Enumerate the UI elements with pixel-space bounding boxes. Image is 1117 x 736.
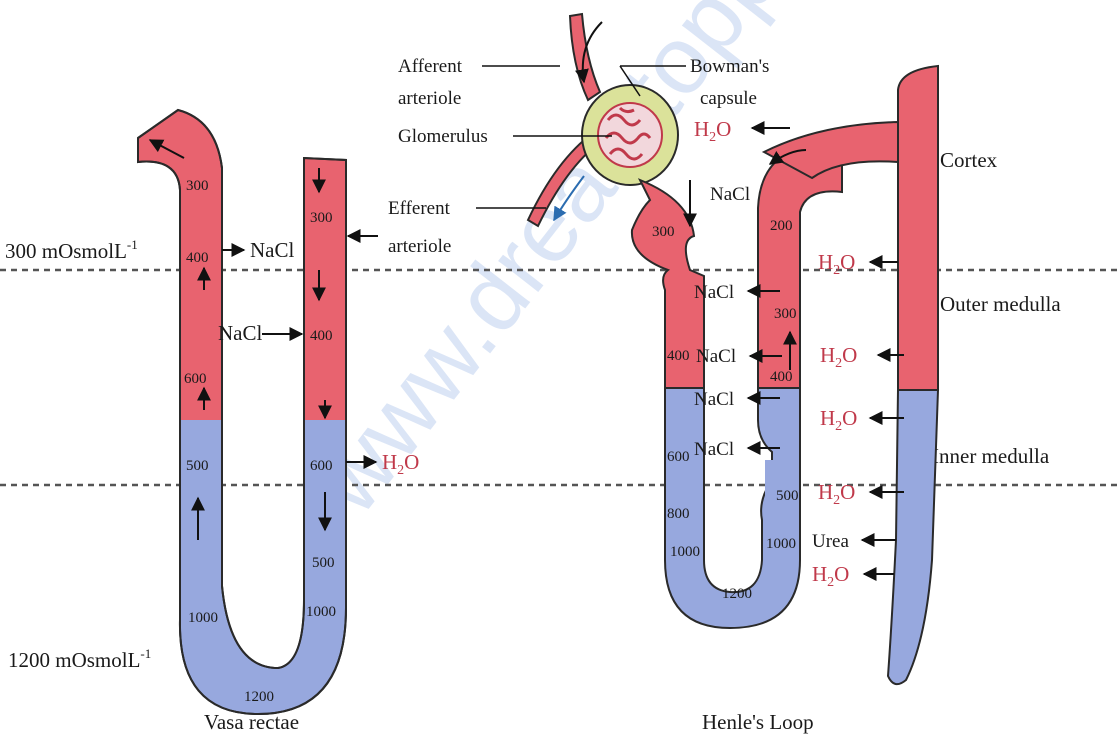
afferent-label-line2: arteriole — [398, 88, 461, 109]
vasa-right-value: 500 — [312, 555, 335, 571]
duct-h2o-label: H2O — [820, 406, 857, 434]
vasa-left-value: 500 — [186, 458, 209, 474]
collecting-duct-upper — [898, 66, 938, 390]
zone-inner-medulla-label: Inner medulla — [932, 444, 1050, 468]
henle-loop-caption: Henle's Loop — [702, 710, 814, 734]
efferent-label-line1: Efferent — [388, 198, 451, 219]
duct-h2o-label: H2O — [812, 562, 849, 590]
duct-h2o-label: H2O — [820, 343, 857, 371]
vasa-rectae-caption: Vasa rectae — [204, 710, 299, 734]
henle-bottom-value: 1200 — [722, 586, 752, 602]
henle-desc-value: 300 — [652, 224, 675, 240]
vasa-left-value: 600 — [184, 371, 207, 387]
zone-cortex-label: Cortex — [940, 148, 998, 172]
henle-desc-value: 1000 — [670, 544, 700, 560]
vasa-bottom-value: 1200 — [244, 689, 274, 705]
henle-asc-value: 300 — [774, 306, 797, 322]
henle-asc-value: 200 — [770, 218, 793, 234]
efferent-label-line2: arteriole — [388, 236, 451, 257]
henle-nacl-label: NaCl — [696, 346, 736, 367]
henle-desc-value: 600 — [667, 449, 690, 465]
henle-asc-value: 1000 — [766, 536, 796, 552]
vasa-nacl-out-label: NaCl — [250, 238, 294, 262]
afferent-label-line1: Afferent — [398, 56, 463, 77]
vasa-right-value: 1000 — [306, 604, 336, 620]
vasa-right-value: 400 — [310, 328, 333, 344]
henle-nacl-label: NaCl — [694, 282, 734, 303]
henle-nacl-label: NaCl — [710, 184, 750, 205]
henle-nacl-label: NaCl — [694, 389, 734, 410]
henle-asc-value: 400 — [770, 369, 793, 385]
henle-loop: 300 400 600 800 1000 1200 200 300 400 50… — [528, 14, 938, 684]
zone-outer-medulla-label: Outer medulla — [940, 292, 1061, 316]
henle-asc-value: 500 — [776, 488, 799, 504]
vasa-nacl-in-label: NaCl — [218, 321, 262, 345]
vasa-right-value: 600 — [310, 458, 333, 474]
bowman-label-line1: Bowman's — [690, 56, 769, 77]
henle-nacl-label: NaCl — [694, 439, 734, 460]
duct-urea-label: Urea — [812, 531, 849, 552]
glomerulus-label: Glomerulus — [398, 126, 488, 147]
dct-h2o-label: H2O — [694, 117, 731, 145]
vasa-left-value: 1000 — [188, 610, 218, 626]
bowman-label-line2: capsule — [700, 88, 757, 109]
duct-h2o-label: H2O — [818, 250, 855, 278]
osmolarity-bottom-label: 1200 mOsmolL-1 — [8, 646, 151, 672]
osmolarity-top-label: 300 mOsmolL-1 — [5, 237, 138, 263]
henle-desc-value: 400 — [667, 348, 690, 364]
afferent-arteriole — [570, 14, 600, 100]
henle-desc-value: 800 — [667, 506, 690, 522]
vasa-right-value: 300 — [310, 210, 333, 226]
collecting-duct-lower — [888, 390, 938, 684]
vasa-left-value: 300 — [186, 178, 209, 194]
vasa-left-value: 400 — [186, 250, 209, 266]
